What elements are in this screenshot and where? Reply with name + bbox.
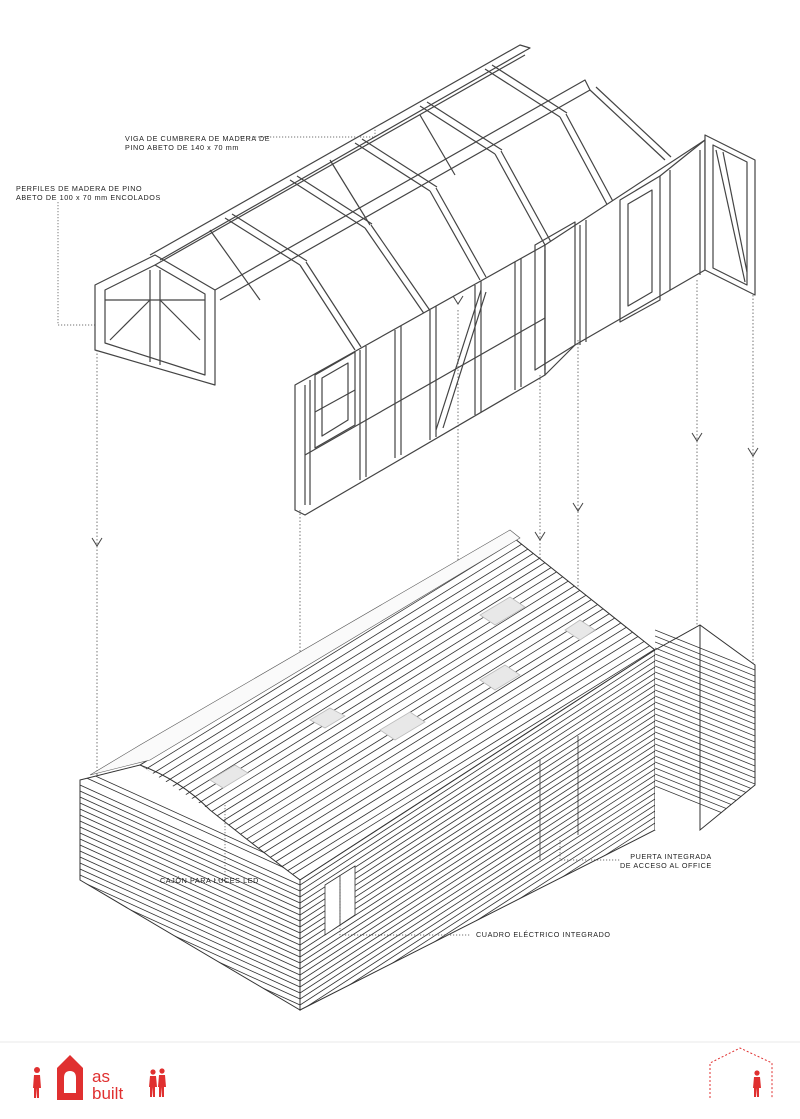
roof-ridge-and-rafters xyxy=(149,44,672,351)
label-perfiles: PERFILES DE MADERA DE PINO ABETO DE 100 … xyxy=(16,184,161,202)
arrow-heads xyxy=(91,295,759,685)
label-viga-line2: PINO ABETO DE 140 x 70 mm xyxy=(125,143,239,152)
logo-text-as: as xyxy=(92,1067,110,1086)
label-viga-line1: VIGA DE CUMBRERA DE MADERA DE xyxy=(125,134,271,143)
label-cuadro: CUADRO ELÉCTRICO INTEGRADO xyxy=(476,930,611,939)
label-cajon-text: CAJÓN PARA LUCES LED xyxy=(160,876,259,885)
front-side-wall xyxy=(294,244,546,516)
label-puerta: PUERTA INTEGRADA DE ACCESO AL OFFICE xyxy=(620,852,712,870)
back-side-wall xyxy=(534,139,706,376)
label-cajon: CAJÓN PARA LUCES LED xyxy=(160,876,259,885)
house-outline-icon xyxy=(709,1047,773,1098)
logo-text-built: built xyxy=(92,1084,123,1103)
person-figure-icon xyxy=(158,1068,166,1097)
person-figure-icon xyxy=(33,1067,41,1098)
label-viga-cumbrera: VIGA DE CUMBRERA DE MADERA DE PINO ABETO… xyxy=(125,134,270,152)
label-perfiles-line1: PERFILES DE MADERA DE PINO xyxy=(16,184,143,193)
label-puerta-line2: DE ACCESO AL OFFICE xyxy=(620,861,712,870)
front-gable-truss xyxy=(94,254,216,386)
footer: as built xyxy=(0,1041,800,1103)
person-figure-icon xyxy=(149,1069,157,1097)
back-end-panel xyxy=(704,134,756,296)
leader-lines xyxy=(57,128,620,936)
as-built-logo xyxy=(57,1055,83,1100)
label-puerta-line1: PUERTA INTEGRADA xyxy=(630,852,712,861)
label-perfiles-line2: ABETO DE 100 x 70 mm ENCOLADOS xyxy=(16,193,161,202)
cladded-shell xyxy=(79,529,756,1011)
person-figure-icon xyxy=(753,1070,761,1097)
label-cuadro-text: CUADRO ELÉCTRICO INTEGRADO xyxy=(476,930,611,939)
timber-frame xyxy=(94,44,756,516)
